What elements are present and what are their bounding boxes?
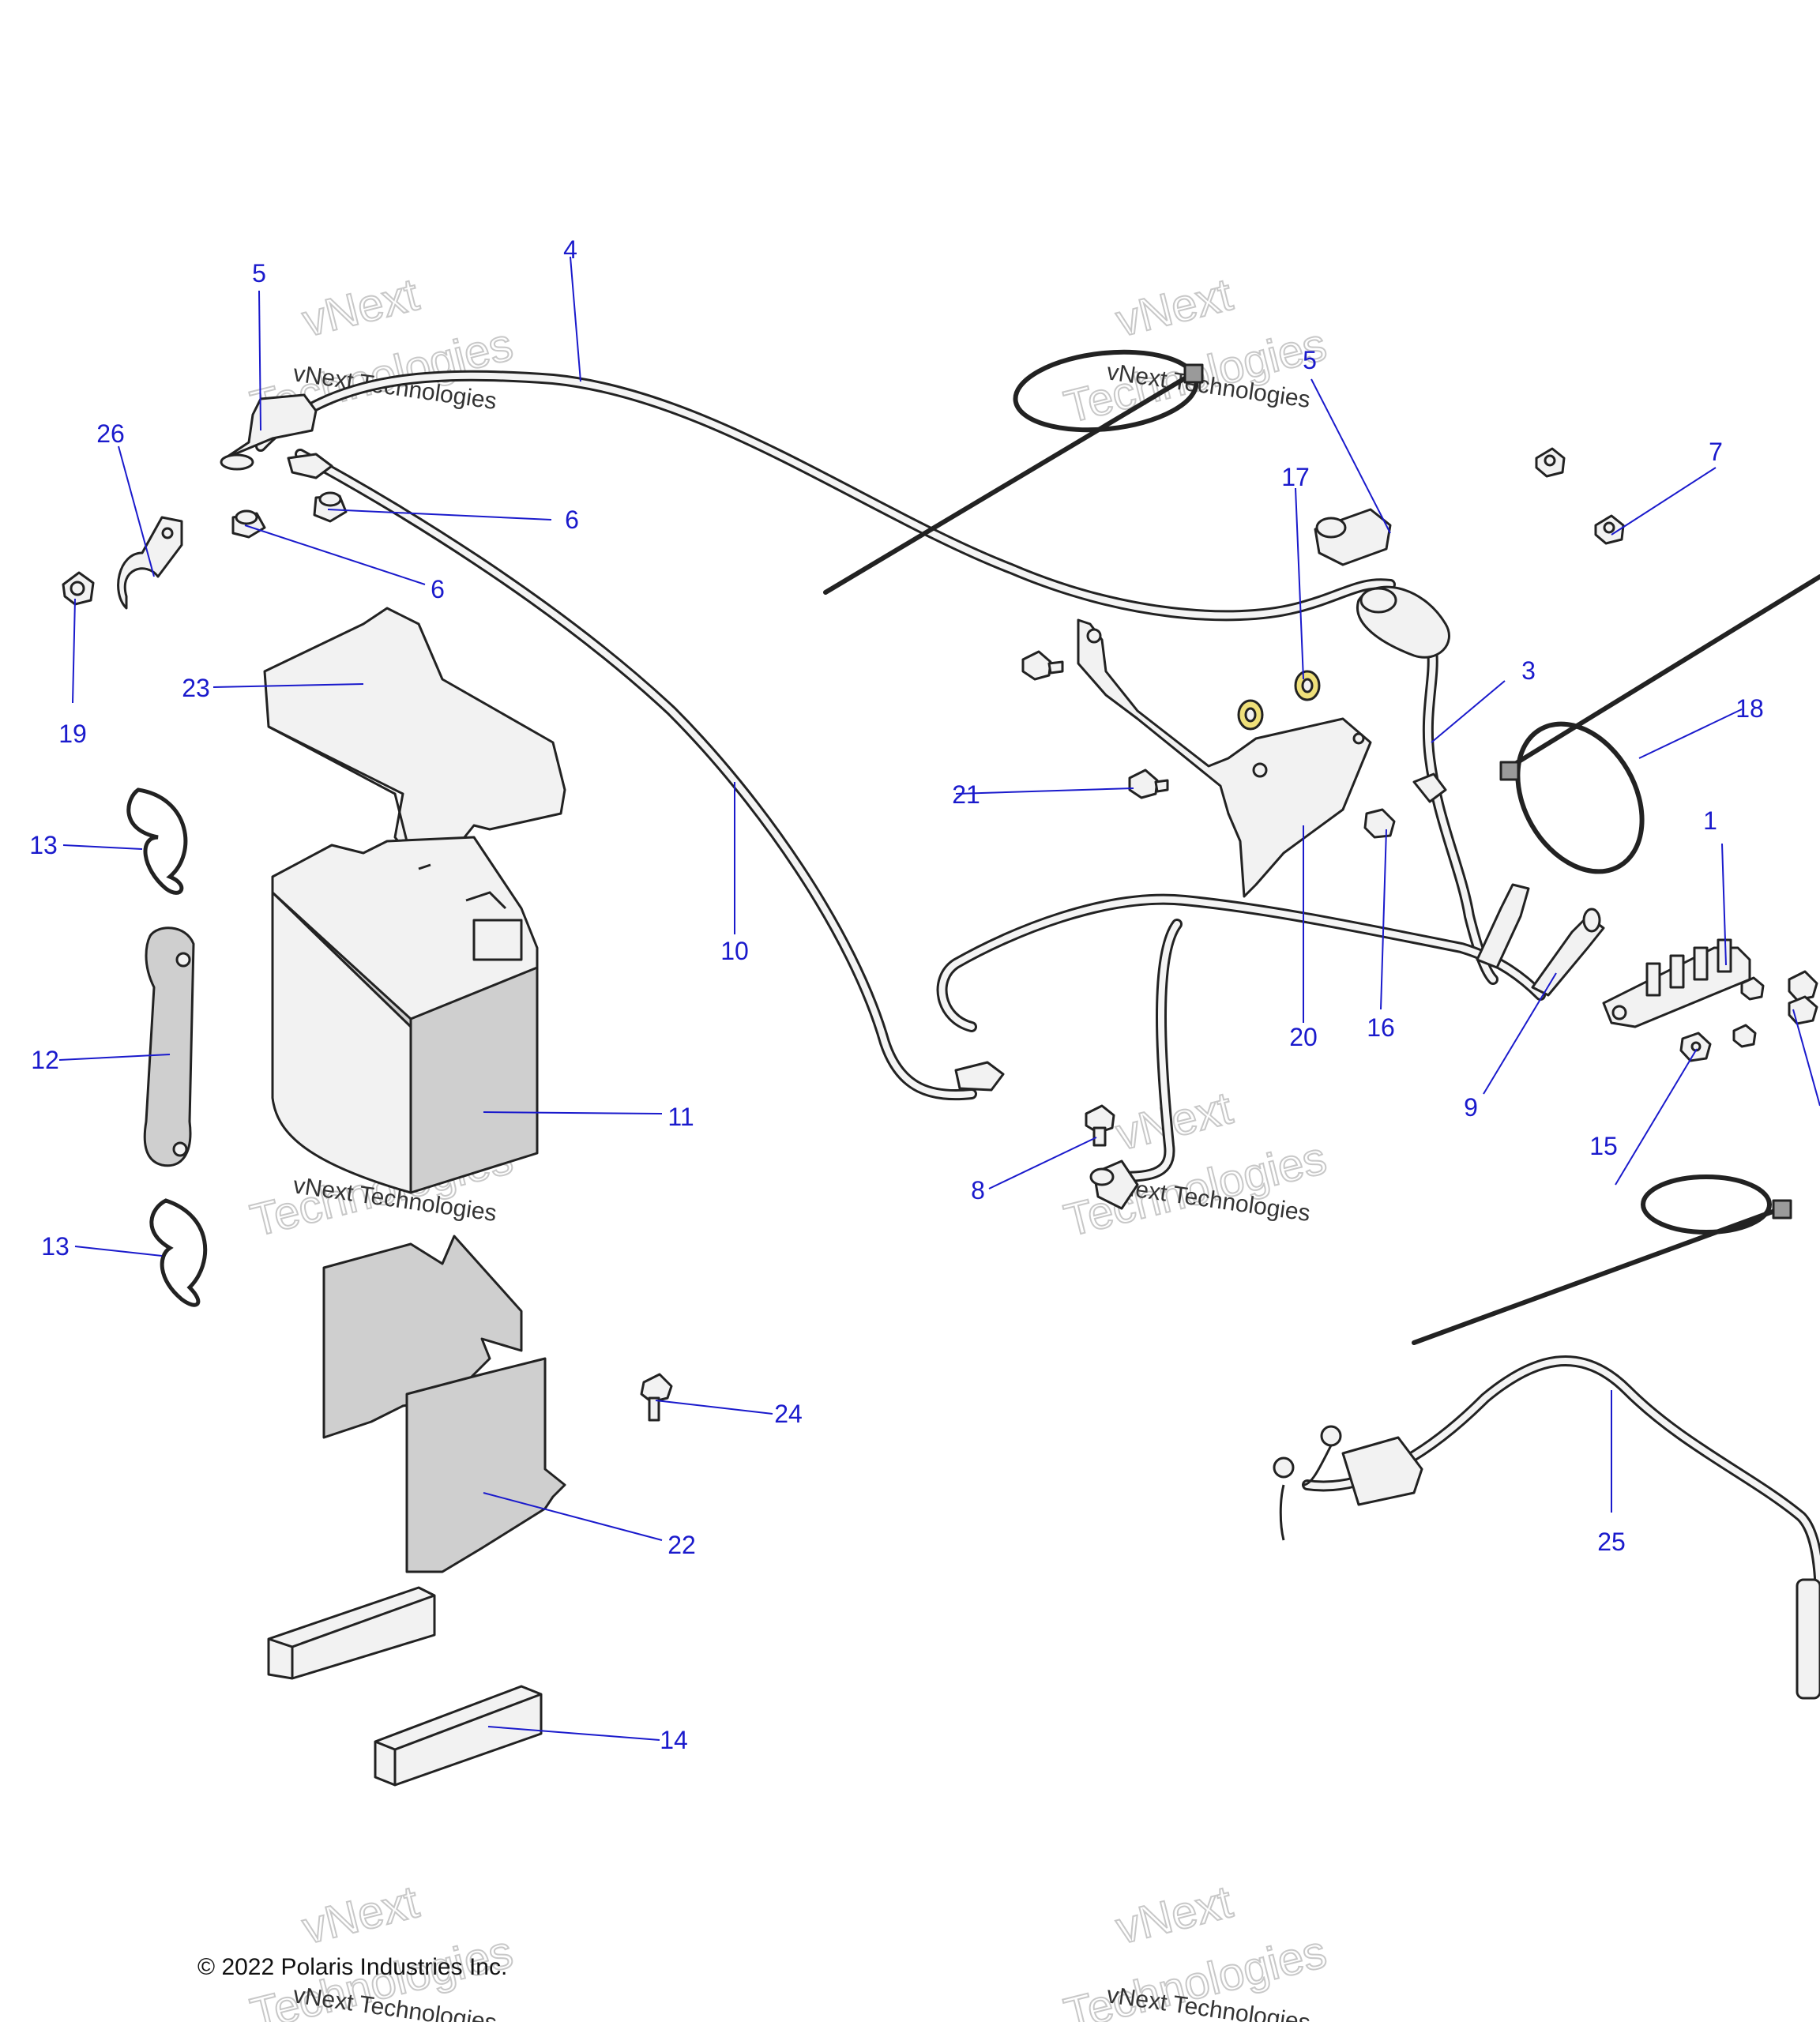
terminal-boot-5-right	[1314, 508, 1392, 566]
nut-6-right	[313, 491, 348, 523]
callout-6-lower: 6	[431, 575, 445, 603]
callout-15: 15	[1589, 1132, 1618, 1160]
callout-24: 24	[774, 1400, 803, 1428]
callout-23: 23	[182, 674, 210, 702]
terminal-block-1	[1602, 938, 1751, 1028]
watermark-ghost-1: vNext	[1111, 1876, 1238, 1954]
callout-26: 26	[96, 419, 125, 448]
copyright-notice: © 2022 Polaris Industries Inc.	[197, 1954, 507, 1980]
callout-22: 22	[667, 1531, 696, 1559]
cable-10-lug	[287, 453, 1005, 1092]
callout-21: 21	[952, 780, 980, 809]
ring-13-lower	[149, 1198, 208, 1307]
battery-11	[271, 836, 539, 1194]
callout-8: 8	[971, 1176, 985, 1205]
callout-14: 14	[660, 1726, 688, 1754]
grommet-17-b	[1237, 699, 1264, 731]
nut-6-left	[231, 509, 266, 539]
callout-13-upper: 13	[29, 831, 58, 859]
callout-17: 17	[1281, 463, 1310, 491]
watermark-ghost-1: vNext	[298, 269, 424, 347]
screw-21-a	[1021, 650, 1064, 681]
cable-harness-9	[936, 883, 1605, 1210]
callout-9: 9	[1464, 1093, 1478, 1122]
callout-1: 1	[1703, 806, 1717, 835]
callout-25: 25	[1597, 1528, 1626, 1556]
grommet-17-a	[1294, 670, 1321, 701]
callout-12: 12	[31, 1046, 59, 1074]
screw-21-b	[1128, 769, 1169, 799]
watermark-ghost-1: vNext	[1111, 269, 1238, 347]
watermark-ghost-1: vNext	[298, 1876, 424, 1954]
screw-8	[1085, 1104, 1115, 1147]
callout-16: 16	[1367, 1013, 1395, 1042]
terminal-boot-5-left	[220, 393, 318, 471]
callout-labels: 1 3 4 5 5 6 6 7 8 9 10 11 12 13 13 14 15…	[29, 235, 1764, 1754]
battery-box-22	[322, 1235, 566, 1573]
callout-5-left: 5	[252, 259, 266, 288]
cable-3	[1356, 585, 1498, 985]
pad-14-upper	[267, 1586, 436, 1680]
nut-1-group	[1732, 970, 1818, 1048]
pad-14-lower	[374, 1685, 543, 1787]
callout-11: 11	[667, 1103, 694, 1131]
callout-4: 4	[563, 235, 577, 264]
callout-10: 10	[720, 937, 749, 965]
nut-7-b	[1594, 514, 1625, 545]
callout-18: 18	[1735, 694, 1764, 723]
screw-16	[1363, 808, 1396, 839]
bracket-20	[1077, 618, 1372, 898]
cable-10	[295, 449, 977, 1101]
leader-lines	[58, 256, 1820, 1741]
zip-tie-top	[823, 349, 1204, 595]
bolt-24	[640, 1373, 673, 1422]
wire-harness-25	[1273, 1355, 1820, 1700]
zip-tie-lower	[1412, 1174, 1792, 1345]
screw-15	[1679, 1032, 1712, 1062]
callout-7: 7	[1709, 438, 1723, 466]
callout-13-lower: 13	[41, 1232, 70, 1261]
nut-7-a	[1535, 447, 1566, 478]
callout-20: 20	[1289, 1023, 1318, 1051]
battery-cover-23	[263, 607, 566, 859]
strap-12	[143, 926, 195, 1167]
nut-19	[62, 571, 95, 606]
callout-5-right: 5	[1303, 346, 1317, 374]
cable-4	[255, 370, 1396, 622]
callout-19: 19	[58, 720, 87, 748]
ring-13-upper	[126, 787, 188, 895]
callout-3: 3	[1521, 656, 1536, 685]
callout-6-upper: 6	[565, 506, 579, 534]
zip-tie-18	[1499, 574, 1820, 874]
